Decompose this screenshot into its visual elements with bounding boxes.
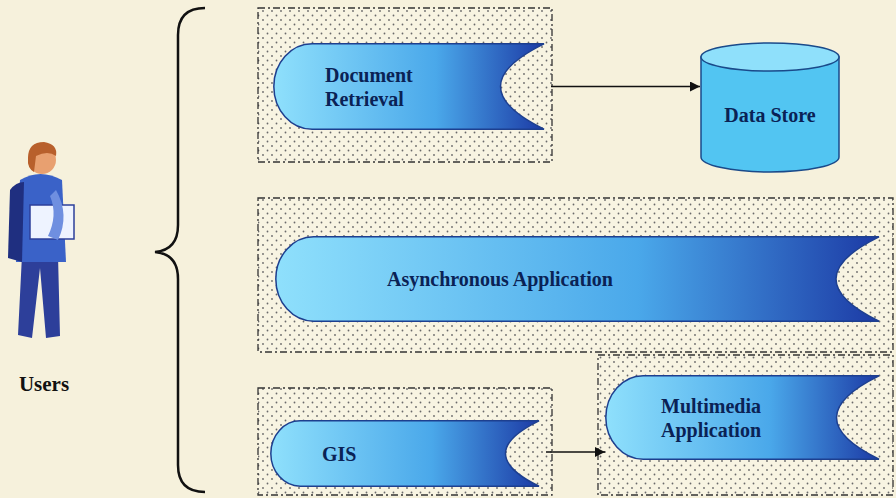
user-figure [8, 142, 74, 338]
curly-brace [155, 8, 205, 492]
node-label: Document Retrieval [325, 63, 455, 111]
process-outline [605, 375, 880, 460]
dashed-frame [598, 355, 893, 495]
node-label: Multimedia Application [661, 394, 791, 442]
process-outline [273, 43, 545, 130]
process-fill [271, 421, 539, 486]
process-shape: GIS [270, 420, 540, 487]
user-shadow [8, 182, 24, 262]
group-frames [258, 8, 893, 495]
actor-label: Users [19, 372, 69, 397]
data-store-cylinder: Data Store [700, 42, 840, 172]
cylinder-top [701, 43, 839, 71]
process-fill [606, 376, 879, 459]
user-hair [28, 142, 56, 172]
node-label: Data Store [708, 103, 832, 127]
process-shape: Document Retrieval [273, 43, 545, 130]
dashed-frame [258, 198, 893, 352]
cylinder-body [701, 57, 839, 172]
process-shape: Multimedia Application [605, 375, 880, 460]
arrow-connector [546, 451, 605, 453]
dashed-frame [258, 8, 552, 162]
node-label: Asynchronous Application [387, 267, 787, 291]
user-arm [48, 190, 64, 240]
arrow-connector [551, 86, 700, 88]
process-fill [276, 237, 879, 321]
process-outline [270, 420, 540, 487]
dashed-frame [258, 388, 552, 495]
node-label: GIS [322, 442, 472, 466]
process-fill [274, 44, 544, 129]
user-legs [18, 255, 60, 338]
process-shape: Asynchronous Application [275, 236, 880, 322]
